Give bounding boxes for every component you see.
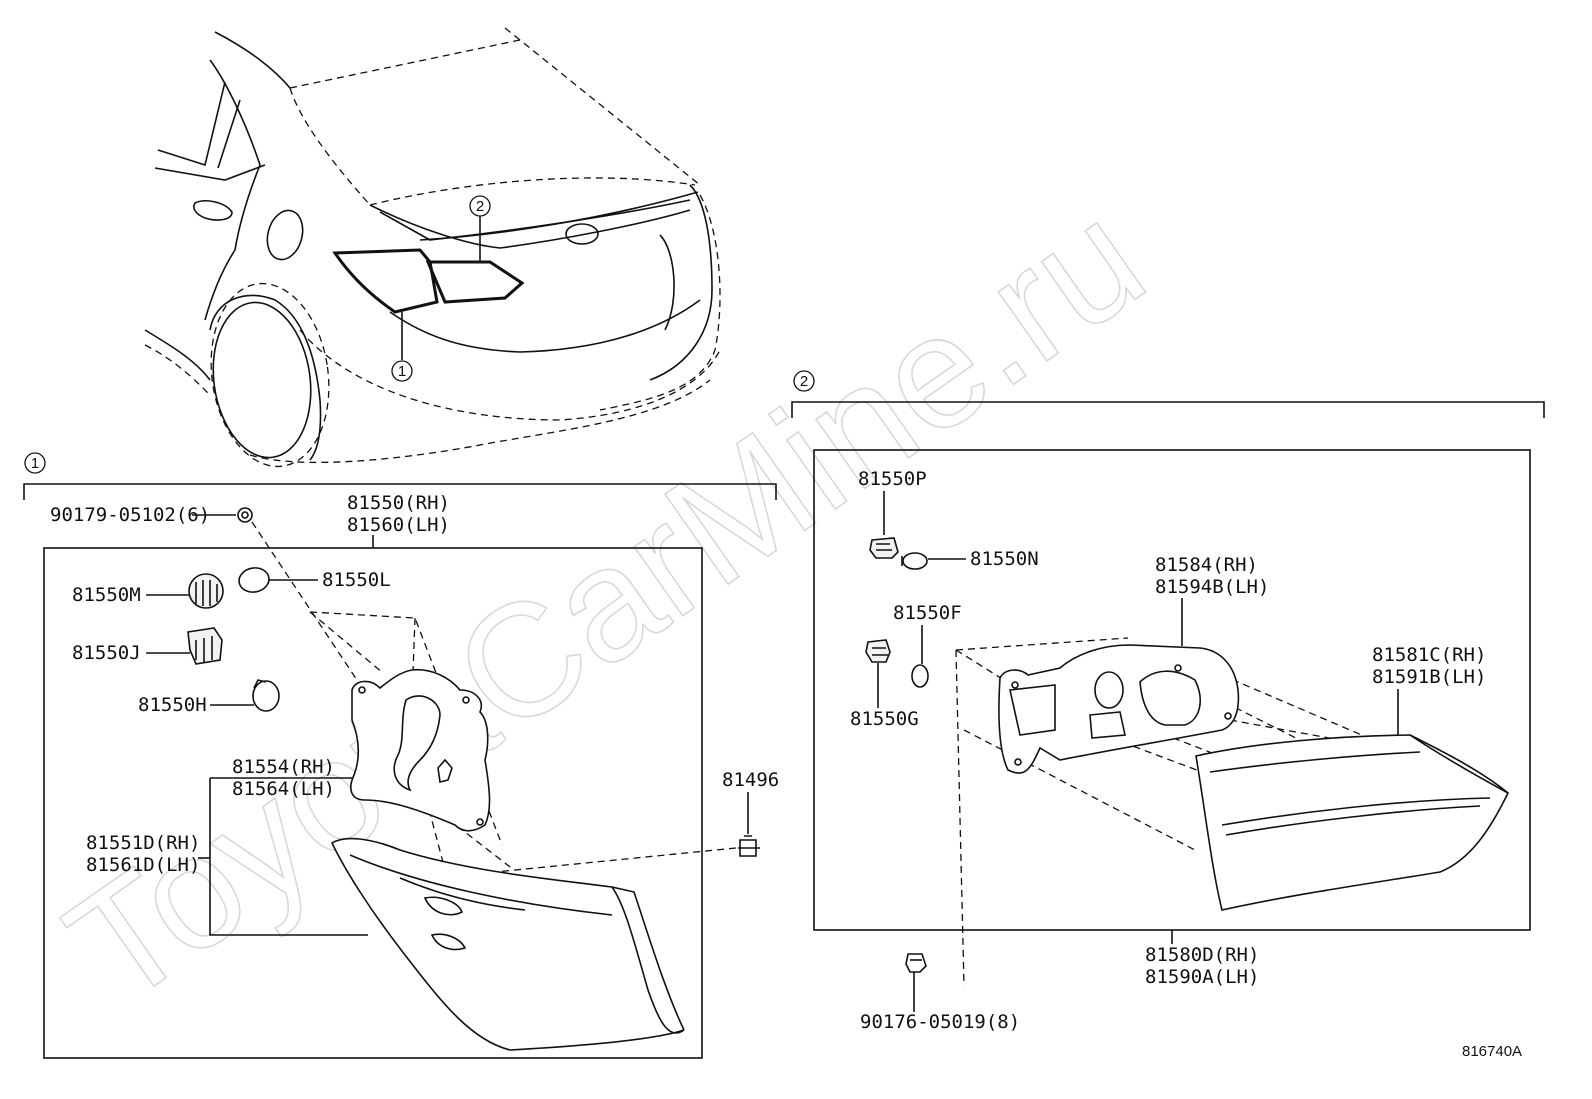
svg-text:2: 2: [800, 373, 808, 390]
label-81581c-rh: 81581C(RH): [1372, 644, 1486, 666]
label-81554-rh: 81554(RH): [232, 756, 335, 778]
label-81550f: 81550F: [893, 602, 962, 624]
label-81550m: 81550M: [72, 584, 141, 606]
label-81550g: 81550G: [850, 708, 919, 730]
group-2: 2 81550P 81550N 81550F 81550G 81584(RH) …: [791, 370, 1545, 1033]
label-81550-rh: 81550(RH): [347, 492, 450, 514]
label-81560-lh: 81560(LH): [347, 514, 450, 536]
inner-lamp-lens-icon: [1195, 734, 1509, 911]
socket-81550g-icon: [865, 639, 891, 663]
screw-90179-icon: [237, 507, 253, 523]
label-81594b-lh: 81594B(LH): [1155, 576, 1269, 598]
callout-2: [469, 195, 491, 217]
group-2-marker: [793, 370, 815, 392]
label-81550n: 81550N: [970, 548, 1039, 570]
label-81580d-rh: 81580D(RH): [1145, 944, 1259, 966]
label-81496: 81496: [722, 769, 779, 791]
svg-text:1: 1: [31, 455, 39, 472]
callout-1: [391, 360, 413, 382]
outer-lamp-lens-icon: [330, 837, 685, 1051]
label-81551d-rh: 81551D(RH): [86, 832, 200, 854]
label-81584-rh: 81584(RH): [1155, 554, 1258, 576]
group-1: 1 90179-05102(6) 81550(RH) 81560(LH) 815…: [23, 452, 779, 1059]
car-rear-view: 2 1: [144, 27, 721, 468]
bulb-81550f-icon: [911, 664, 929, 688]
gasket-81584-icon: [998, 644, 1240, 774]
label-81550j: 81550J: [72, 642, 141, 664]
label-81561d-lh: 81561D(LH): [86, 854, 200, 876]
diagram-id: 816740A: [1462, 1043, 1522, 1060]
bulb-81550h-icon: [252, 679, 280, 712]
label-90179-05102: 90179-05102(6): [50, 504, 210, 526]
inner-tail-lamp-outline: [425, 260, 525, 304]
label-90176-05019: 90176-05019(8): [860, 1011, 1020, 1033]
label-81550l: 81550L: [322, 569, 391, 591]
outer-tail-lamp-outline: [332, 248, 439, 314]
group-1-marker: [24, 452, 46, 474]
socket-81550p-icon: [869, 537, 899, 559]
label-81550p: 81550P: [858, 468, 927, 490]
gasket-81554-icon: [350, 668, 491, 832]
label-81550h: 81550H: [138, 694, 207, 716]
label-81564-lh: 81564(LH): [232, 778, 335, 800]
bulb-81550n-icon: [901, 552, 928, 570]
clip-81496-icon: [738, 835, 760, 857]
svg-text:2: 2: [476, 198, 484, 215]
socket-81550j-icon: [187, 627, 223, 665]
label-81591b-lh: 81591B(LH): [1372, 666, 1486, 688]
svg-text:1: 1: [398, 363, 406, 380]
label-81590a-lh: 81590A(LH): [1145, 966, 1259, 988]
screw-90176-icon: [905, 953, 927, 973]
bulb-81550l-icon: [238, 567, 270, 593]
socket-81550m-icon: [188, 573, 224, 609]
